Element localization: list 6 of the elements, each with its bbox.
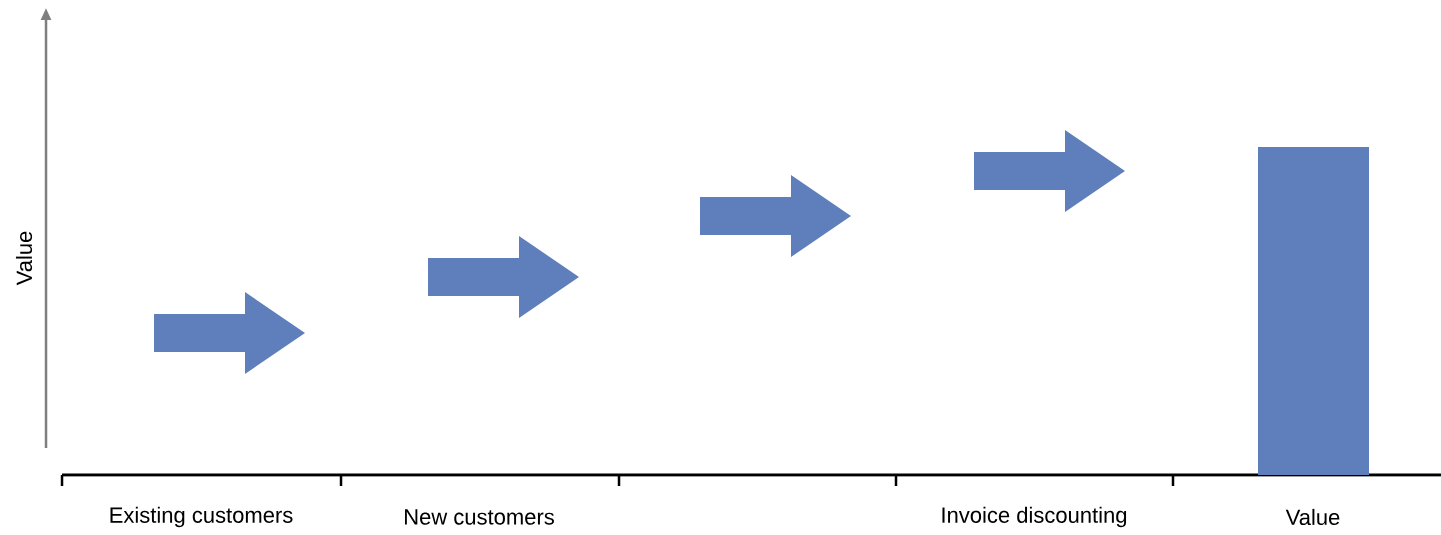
category-label: New customers bbox=[405, 509, 554, 525]
category-label: Invoice discounting bbox=[942, 506, 1127, 528]
category-label: Existing customers bbox=[110, 506, 293, 528]
bar bbox=[1258, 147, 1369, 475]
category-label: Value bbox=[1285, 508, 1340, 526]
axis-title: Value bbox=[15, 231, 33, 286]
